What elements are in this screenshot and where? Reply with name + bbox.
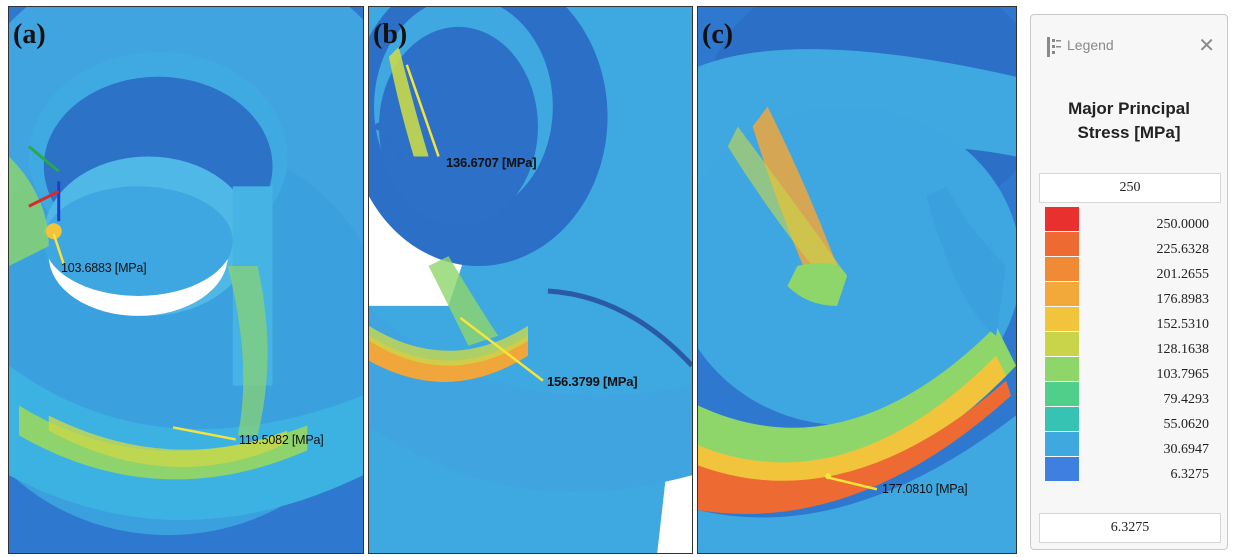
legend-header: Legend [1067,37,1114,53]
panel-label: (b) [373,19,408,50]
legend-value: 79.4293 [1163,392,1210,407]
legend-value: 250.0000 [1156,217,1210,232]
stress-callout: 103.6883 [MPa] [61,261,147,275]
legend-min-input[interactable]: 6.3275 [1039,513,1221,543]
stress-callout: 136.6707 [MPa] [446,155,537,170]
stress-render-b [369,7,692,553]
legend-swatch [1045,207,1079,231]
legend-swatch [1045,382,1079,406]
legend-swatch [1045,357,1079,381]
legend-swatch [1045,432,1079,456]
legend-title-line: Stress [MPa] [1077,123,1181,142]
legend-panel: Legend ✕ Major Principal Stress [MPa] 25… [1030,14,1228,550]
legend-value: 128.1638 [1156,342,1210,357]
stress-callout: 177.0810 [MPa] [882,482,968,496]
stress-render-c [698,7,1016,553]
stress-panel-a: (a) 103.6883 [MPa] 119.5082 [MPa] [8,6,364,554]
legend-value: 201.2655 [1156,267,1210,282]
legend-icon [1047,37,1061,57]
legend-swatch [1045,332,1079,356]
legend-title: Major Principal Stress [MPa] [1031,97,1227,145]
stress-render-a [9,7,363,553]
legend-value: 103.7965 [1156,367,1210,382]
panel-label: (a) [13,19,46,50]
legend-value: 152.5310 [1156,317,1210,332]
legend-value: 6.3275 [1170,467,1210,482]
stress-callout: 156.3799 [MPa] [547,374,638,389]
legend-swatch [1045,307,1079,331]
legend-value: 55.0620 [1163,417,1210,432]
legend-swatch [1045,282,1079,306]
panel-label: (c) [702,19,734,50]
legend-swatch [1045,457,1079,481]
stress-panel-c: (c) 177.0810 [MPa] [697,6,1017,554]
legend-value: 176.8983 [1156,292,1210,307]
legend-max-input[interactable]: 250 [1039,173,1221,203]
stress-callout: 119.5082 [MPa] [239,433,324,447]
legend-swatch [1045,232,1079,256]
legend-value: 225.6328 [1156,242,1210,257]
legend-swatch [1045,407,1079,431]
stress-panel-b: (b) 136.6707 [MPa] 156.3799 [MPa] [368,6,693,554]
legend-value: 30.6947 [1163,442,1210,457]
legend-swatch [1045,257,1079,281]
legend-title-line: Major Principal [1068,99,1190,118]
close-icon[interactable]: ✕ [1198,35,1215,57]
